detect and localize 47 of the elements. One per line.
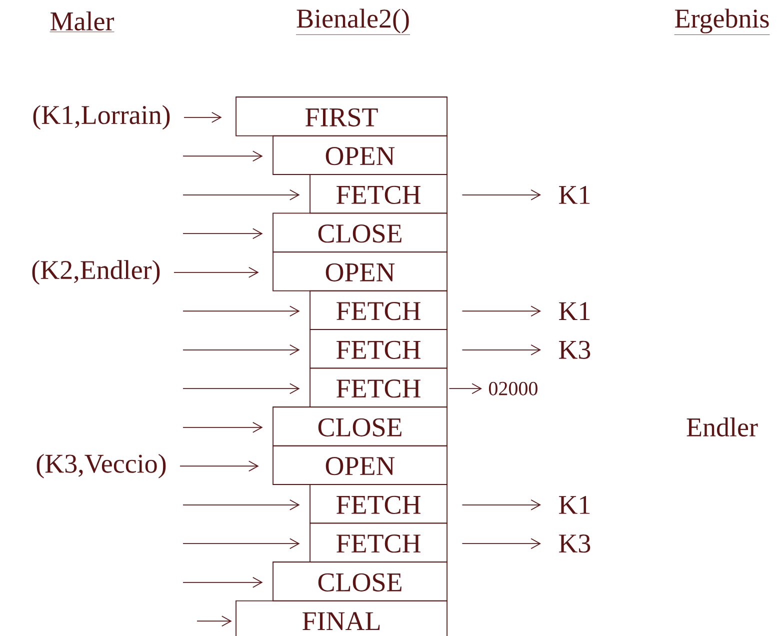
text-label: (K3,Veccio): [36, 454, 166, 478]
arrow: [462, 499, 541, 510]
column-heading: Maler: [50, 12, 114, 32]
arrow: [182, 499, 300, 510]
process-box: FETCH: [310, 174, 448, 214]
arrow: [182, 422, 263, 433]
arrow: [196, 616, 232, 627]
process-box: CLOSE: [272, 212, 448, 252]
text-label: K1: [559, 496, 590, 514]
column-heading: Bienale2(): [296, 8, 410, 35]
process-box: FETCH: [310, 522, 448, 562]
arrow: [182, 189, 300, 200]
process-box: FETCH: [310, 329, 448, 369]
arrow: [462, 344, 541, 356]
arrow: [182, 306, 300, 317]
text-label: K1: [559, 186, 590, 204]
arrow: [182, 383, 300, 394]
process-box: CLOSE: [272, 562, 448, 602]
arrow: [174, 266, 259, 278]
text-label: 02000: [488, 382, 538, 396]
process-box: FIRST: [236, 96, 448, 136]
arrow: [182, 150, 263, 162]
arrow: [182, 538, 300, 550]
arrow: [462, 189, 541, 200]
text-label: (K1,Lorrain): [33, 105, 170, 130]
arrow: [182, 576, 263, 588]
process-box: FETCH: [310, 290, 448, 330]
arrow: [462, 306, 541, 317]
arrow: [184, 112, 222, 123]
process-box: OPEN: [272, 135, 448, 175]
process-box: FETCH: [310, 484, 448, 524]
arrow: [448, 383, 482, 394]
text-label: K3: [559, 534, 590, 553]
process-box: FINAL: [236, 600, 448, 636]
text-label: K1: [559, 302, 590, 320]
arrow: [182, 228, 263, 240]
text-label: Endler: [686, 417, 758, 436]
text-label: K3: [559, 340, 590, 359]
text-label: (K2,Endler): [32, 260, 160, 285]
arrow: [180, 460, 259, 472]
arrow: [182, 344, 300, 356]
process-box: OPEN: [272, 445, 448, 485]
process-box: FETCH: [310, 368, 448, 408]
process-box: CLOSE: [272, 406, 448, 446]
arrow: [462, 538, 541, 550]
column-heading: Ergebnis: [674, 8, 770, 35]
process-box: OPEN: [272, 252, 448, 292]
